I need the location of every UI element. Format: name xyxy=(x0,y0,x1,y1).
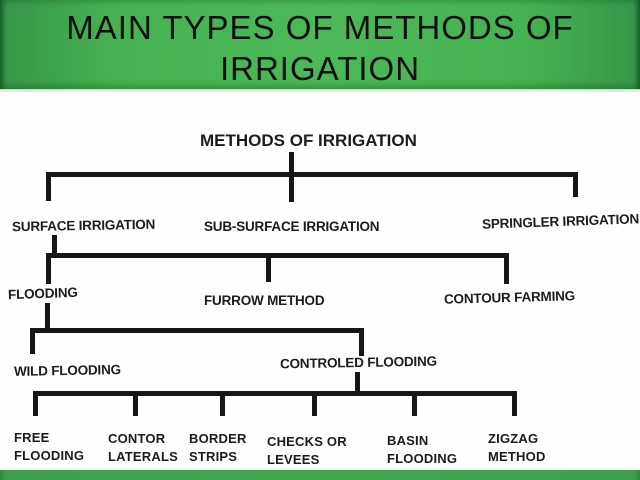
connector-level1-rail xyxy=(46,172,578,177)
connector-level2-rail xyxy=(46,253,509,258)
node-free-flooding: FREE FLOODING xyxy=(14,430,85,463)
connector-flooding-drop xyxy=(46,253,51,284)
node-zigzag-method: ZIGZAG METHOD xyxy=(488,431,546,464)
node-checks-or-levees: CHECKS OR LEVEES xyxy=(267,434,347,467)
connector-flooding-stem xyxy=(45,303,50,332)
node-surface-irrigation: SURFACE IRRIGATION xyxy=(11,216,156,235)
node-border-strips: BORDER STRIPS xyxy=(189,431,247,464)
connector-contour-drop xyxy=(504,253,509,284)
node-controled-flooding: CONTROLED FLOODING xyxy=(279,353,438,372)
node-contour-farming: CONTOUR FARMING xyxy=(443,288,576,307)
connector-border-drop xyxy=(220,391,225,416)
connector-surface-stem xyxy=(52,235,57,258)
node-contor-laterals: CONTOR LATERALS xyxy=(108,431,178,464)
slide-title-line1: MAIN TYPES OF METHODS OF xyxy=(66,9,574,46)
connector-surface-drop xyxy=(46,172,51,201)
slide-title: MAIN TYPES OF METHODS OF IRRIGATION xyxy=(0,7,640,89)
connector-level3-rail xyxy=(30,328,364,333)
connector-controled-stem xyxy=(355,372,360,395)
connector-wild-drop xyxy=(30,328,35,354)
slide-title-banner: MAIN TYPES OF METHODS OF IRRIGATION xyxy=(0,0,640,89)
node-basin-flooding: BASIN FLOODING xyxy=(387,433,458,466)
node-springler-irrigation: SPRINGLER IRRIGATION xyxy=(481,211,640,232)
node-flooding: FLOODING xyxy=(7,284,78,303)
node-wild-flooding: WILD FLOODING xyxy=(13,362,122,379)
connector-checks-drop xyxy=(312,391,317,416)
footer-accent-bar xyxy=(0,470,640,480)
connector-furrow-drop xyxy=(266,253,271,282)
connector-basin-drop xyxy=(412,391,417,416)
node-furrow-method: FURROW METHOD xyxy=(204,293,325,308)
connector-zigzag-drop xyxy=(512,391,517,416)
node-sub-surface-irrigation: SUB-SURFACE IRRIGATION xyxy=(204,219,380,234)
connector-springler-drop xyxy=(573,172,578,197)
header-divider xyxy=(0,89,640,93)
node-methods-of-irrigation: METHODS OF IRRIGATION xyxy=(200,131,417,150)
connector-free-drop xyxy=(33,391,38,416)
connector-controled-drop xyxy=(359,328,364,356)
connector-level4-rail xyxy=(33,391,517,396)
connector-root-stem xyxy=(289,152,294,202)
slide-title-line2: IRRIGATION xyxy=(219,50,421,87)
connector-contor-drop xyxy=(133,391,138,416)
